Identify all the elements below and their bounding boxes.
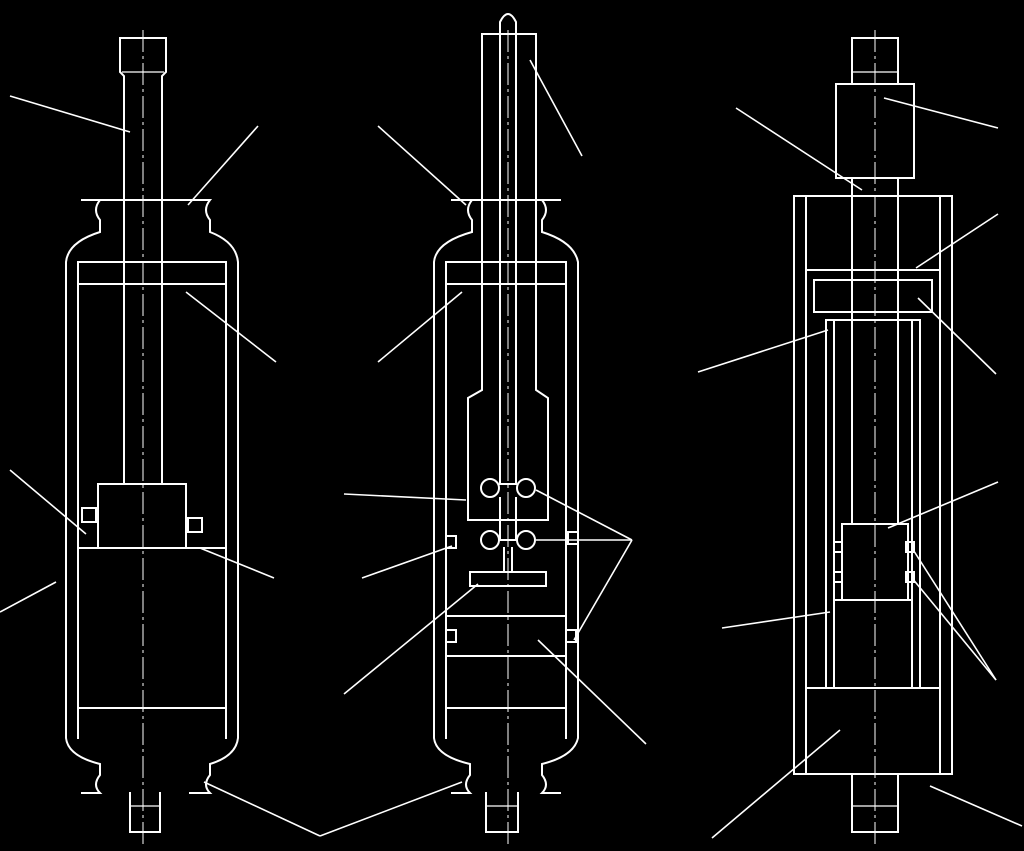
middle-ball-1 bbox=[480, 478, 500, 498]
shared-leader bbox=[203, 781, 463, 837]
middle-leader-1 bbox=[377, 125, 467, 206]
middle-pushrod bbox=[499, 13, 517, 485]
middle-bottom-stub bbox=[485, 792, 519, 833]
left-leader-3 bbox=[185, 291, 277, 363]
middle-seal-right bbox=[567, 531, 579, 545]
left-leader-1 bbox=[9, 95, 131, 133]
middle-housing-right bbox=[539, 199, 579, 794]
middle-ball-4 bbox=[516, 530, 536, 550]
middle-housing-left bbox=[433, 199, 475, 794]
left-housing bbox=[65, 199, 103, 794]
middle-ball-2 bbox=[516, 478, 536, 498]
left-piston bbox=[97, 483, 187, 549]
right-leader-9 bbox=[929, 785, 1023, 827]
right-seal-3 bbox=[905, 541, 915, 553]
middle-lower-seal-left bbox=[445, 629, 457, 643]
right-inner-liner bbox=[825, 319, 921, 687]
middle-leader-6 bbox=[343, 583, 479, 695]
right-leader-4 bbox=[917, 297, 997, 375]
middle-leader-5 bbox=[361, 545, 453, 579]
right-bottom-plug bbox=[805, 687, 941, 775]
middle-leader-7 bbox=[537, 639, 647, 745]
right-seal-1 bbox=[833, 541, 843, 553]
right-assembly bbox=[697, 30, 1023, 845]
right-leader-3 bbox=[915, 213, 999, 269]
middle-fan-1 bbox=[535, 489, 633, 541]
right-leader-1 bbox=[735, 107, 863, 191]
left-seal-right bbox=[187, 517, 203, 533]
right-leader-2 bbox=[883, 97, 999, 129]
right-rod bbox=[851, 177, 899, 525]
left-housing-inner bbox=[77, 261, 227, 739]
middle-leader-4 bbox=[343, 493, 467, 501]
middle-fan-3 bbox=[573, 539, 633, 641]
middle-assembly bbox=[343, 13, 647, 845]
middle-leader-3 bbox=[377, 291, 463, 363]
left-housing-right bbox=[189, 199, 239, 794]
right-gland bbox=[805, 269, 941, 313]
right-cylinder bbox=[793, 195, 953, 775]
left-assembly bbox=[0, 30, 277, 845]
right-leader-6 bbox=[887, 481, 999, 529]
left-leader-5 bbox=[199, 547, 275, 579]
middle-leader-2 bbox=[529, 59, 583, 157]
right-fan-1 bbox=[911, 547, 997, 681]
right-seal-4 bbox=[905, 571, 915, 583]
right-fan-2 bbox=[911, 577, 997, 681]
left-leader-4 bbox=[9, 469, 87, 535]
left-leader-6 bbox=[0, 581, 57, 613]
left-piston-rod bbox=[119, 37, 167, 485]
right-leader-7 bbox=[721, 611, 831, 629]
left-seal-left bbox=[81, 507, 97, 523]
middle-ball-3 bbox=[480, 530, 500, 550]
middle-stepped-body bbox=[467, 33, 549, 521]
middle-seal-left bbox=[445, 535, 457, 549]
right-leader-8 bbox=[711, 729, 841, 839]
left-bottom-stub bbox=[129, 792, 161, 833]
right-seal-2 bbox=[833, 571, 843, 583]
right-leader-5 bbox=[697, 329, 829, 373]
left-leader-2 bbox=[187, 125, 259, 206]
